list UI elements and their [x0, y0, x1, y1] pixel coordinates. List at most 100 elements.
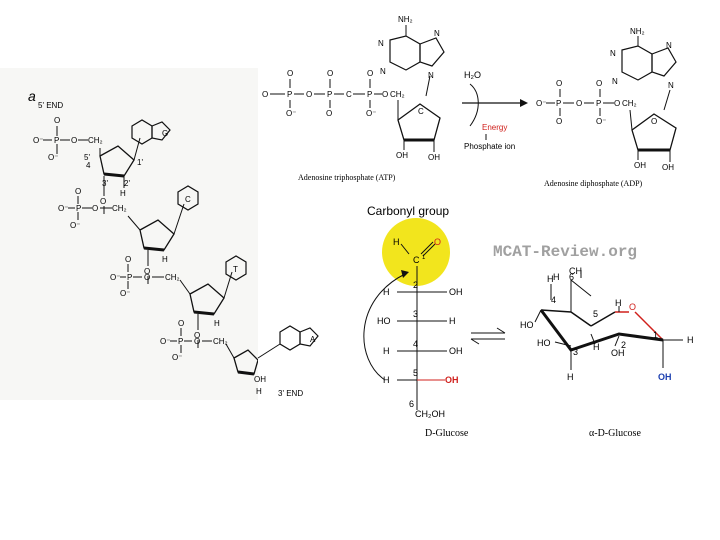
svg-text:6: 6 — [569, 272, 574, 282]
base-a: A — [279, 325, 319, 351]
svg-text:O: O — [144, 267, 150, 276]
svg-text:Phosphate ion: Phosphate ion — [464, 142, 515, 151]
svg-text:N: N — [612, 77, 618, 86]
attack-arrowhead — [401, 270, 409, 278]
svg-text:OH: OH — [634, 161, 646, 170]
adp-phosphate-chain: O O O⁻ P O P O CH₂ O O⁻ — [536, 79, 637, 126]
phosphate-group-2: O O O⁻ P O CH₂ O⁻ — [58, 176, 127, 230]
svg-text:H: H — [567, 372, 574, 382]
svg-text:H: H — [383, 375, 390, 385]
svg-text:O: O — [614, 99, 620, 108]
svg-text:P: P — [287, 90, 292, 99]
hydrolysis-arrow: H₂O Energy Phosphate ion — [462, 70, 528, 151]
svg-text:1': 1' — [137, 158, 143, 167]
svg-text:NH₂: NH₂ — [398, 15, 413, 24]
deoxyribose-ring-2: H — [127, 203, 185, 264]
equilibrium-arrows — [470, 327, 506, 345]
svg-text:O⁻: O⁻ — [160, 337, 170, 346]
svg-text:Energy: Energy — [482, 123, 507, 132]
svg-text:CH₂: CH₂ — [390, 90, 405, 99]
svg-text:H: H — [383, 346, 390, 356]
svg-text:N: N — [610, 49, 616, 58]
alpha-d-glucose-caption: α-D-Glucose — [589, 428, 641, 439]
svg-text:C: C — [418, 107, 424, 116]
svg-text:OH: OH — [658, 372, 672, 382]
svg-text:O: O — [327, 69, 333, 78]
svg-text:N: N — [668, 81, 674, 90]
svg-text:O: O — [125, 255, 131, 264]
atp-ribose: C OH OH — [396, 100, 441, 162]
svg-text:O⁻: O⁻ — [596, 117, 606, 126]
svg-text:HO: HO — [377, 316, 391, 326]
svg-text:2: 2 — [413, 280, 418, 290]
svg-text:6: 6 — [409, 399, 414, 409]
svg-text:P: P — [54, 136, 59, 145]
svg-text:2': 2' — [124, 179, 130, 188]
deoxyribose-ring-4 — [225, 343, 259, 376]
svg-text:H: H — [162, 255, 168, 264]
svg-text:2: 2 — [621, 340, 626, 350]
phosphate-group-1: O O⁻ P O CH₂ O⁻ — [33, 116, 103, 162]
svg-text:O: O — [596, 79, 602, 88]
svg-text:P: P — [327, 90, 332, 99]
svg-text:N: N — [434, 29, 440, 38]
svg-text:1: 1 — [422, 255, 426, 261]
adp-adenine: NH₂ N N N N — [610, 27, 677, 111]
svg-text:O⁻: O⁻ — [48, 153, 58, 162]
svg-text:5: 5 — [593, 309, 598, 319]
svg-text:H: H — [393, 237, 400, 247]
svg-text:O: O — [194, 331, 200, 340]
base-g: G — [131, 119, 171, 145]
svg-text:O: O — [576, 99, 582, 108]
svg-text:OH: OH — [428, 153, 440, 162]
watermark: MCAT-Review.org — [493, 243, 637, 261]
svg-text:P: P — [178, 337, 183, 346]
atp-hydrolysis-diagram: NH₂ N N N N O O O O P O P C P O CH₂ O⁻ O — [258, 0, 720, 200]
svg-text:CH₂: CH₂ — [622, 99, 637, 108]
svg-text:O: O — [262, 90, 268, 99]
five-prime-end-label: 5' END — [38, 101, 63, 110]
svg-text:O⁻: O⁻ — [286, 109, 296, 118]
carbonyl-highlight — [382, 218, 450, 286]
svg-text:3: 3 — [573, 347, 578, 357]
svg-text:CH₂: CH₂ — [112, 204, 127, 213]
svg-text:H: H — [383, 287, 390, 297]
svg-text:5: 5 — [413, 368, 418, 378]
base-t: T — [225, 255, 247, 281]
svg-text:H: H — [547, 274, 554, 284]
svg-text:N: N — [380, 67, 386, 76]
fischer-projection: H O C 1 H 2 OH HO 3 H H 4 OH H 5 OH 6 CH… — [377, 237, 463, 419]
svg-text:O: O — [194, 337, 200, 346]
alpha-d-glucose-ring: O 4 5 3 2 1 6 H CH H HO H HO H H OH H OH — [520, 266, 694, 382]
atp-phosphate-chain: O O O O P O P C P O CH₂ O⁻ O O⁻ — [262, 69, 405, 118]
svg-text:OH: OH — [662, 163, 674, 172]
svg-text:O: O — [629, 302, 636, 312]
svg-text:O: O — [556, 79, 562, 88]
phosphate-group-3: O O O⁻ P O CH₂ O⁻ — [110, 250, 180, 298]
svg-text:3': 3' — [102, 179, 108, 188]
adp-caption: Adenosine diphosphate (ADP) — [544, 179, 643, 188]
svg-text:H₂O: H₂O — [464, 70, 481, 80]
svg-text:OH: OH — [396, 151, 408, 160]
svg-text:CH₂: CH₂ — [213, 337, 228, 346]
svg-text:OH: OH — [449, 346, 463, 356]
svg-text:OH: OH — [449, 287, 463, 297]
svg-text:N: N — [666, 41, 672, 50]
svg-text:4: 4 — [86, 161, 91, 170]
svg-text:CH₂: CH₂ — [88, 136, 103, 145]
svg-text:P: P — [367, 90, 372, 99]
svg-text:A: A — [310, 335, 316, 344]
svg-text:O: O — [556, 117, 562, 126]
base-c: C — [177, 185, 199, 211]
svg-text:O: O — [71, 136, 77, 145]
carbonyl-group-label: Carbonyl group — [367, 204, 449, 218]
svg-text:H: H — [687, 335, 694, 345]
svg-text:O: O — [54, 116, 60, 125]
atp-adenine: NH₂ N N N N — [378, 15, 445, 97]
svg-text:O⁻: O⁻ — [33, 136, 43, 145]
svg-text:O: O — [326, 109, 332, 118]
dna-strand-tail: A OH H 3' END — [250, 318, 350, 408]
deoxyribose-ring-1: 5' 4 1' 3' 2' H — [84, 137, 143, 198]
svg-text:CH: CH — [569, 266, 582, 276]
svg-text:T: T — [233, 265, 238, 274]
